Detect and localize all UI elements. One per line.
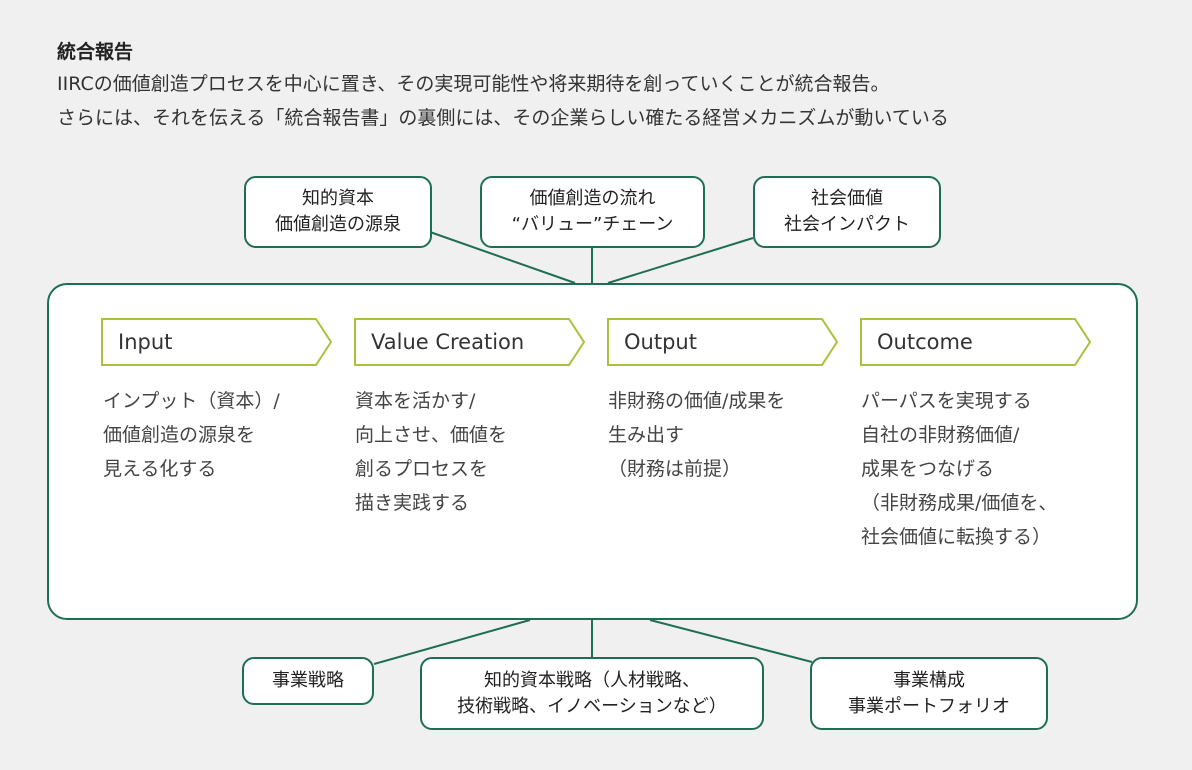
stage-output: Output — [607, 318, 839, 366]
top-box-line: “バリュー”チェーン — [511, 214, 674, 235]
stage-input-description: インプット（資本）/ 価値創造の源泉を 見える化する — [103, 384, 280, 486]
top-box-line: 社会価値 — [811, 188, 883, 209]
description-line: 向上させ、価値を — [355, 424, 508, 446]
top-box-line: 知的資本 — [302, 188, 374, 209]
top-box-line: 社会インパクト — [784, 214, 910, 235]
description-line: 成果をつなげる — [861, 458, 995, 480]
description-line: パーパスを実現する — [861, 390, 1032, 412]
page-title: 統合報告 — [57, 41, 134, 63]
description-line: 描き実践する — [355, 492, 470, 514]
stage-label: Value Creation — [371, 330, 525, 354]
top-box-line: 価値創造の流れ — [529, 188, 656, 209]
stage-value-creation: Value Creation — [354, 318, 586, 366]
intro-line-1: IIRCの価値創造プロセスを中心に置き、その実現可能性や将来期待を創っていくこと… — [57, 73, 890, 95]
bottom-box-business-strategy: 事業戦略 — [242, 657, 374, 705]
description-line: 見える化する — [103, 458, 217, 480]
description-line: 創るプロセスを — [355, 458, 489, 480]
stage-arrow-shape — [354, 318, 586, 366]
top-box-line: 価値創造の源泉 — [275, 214, 401, 235]
description-line: （財務は前提） — [608, 458, 742, 480]
top-box-social-value: 社会価値 社会インパクト — [753, 176, 941, 248]
stage-value-creation-description: 資本を活かす/ 向上させ、価値を 創るプロセスを 描き実践する — [355, 384, 507, 520]
bottom-box-line: 事業構成 — [893, 669, 965, 691]
description-line: 生み出す — [608, 424, 685, 446]
stage-label: Outcome — [877, 330, 973, 354]
stage-label: Input — [118, 330, 173, 354]
stage-arrow-shape — [101, 318, 333, 366]
description-line: 資本を活かす/ — [355, 390, 476, 412]
stage-outcome: Outcome — [860, 318, 1092, 366]
top-box-value-chain: 価値創造の流れ “バリュー”チェーン — [480, 176, 705, 248]
top-box-intellectual-capital: 知的資本 価値創造の源泉 — [244, 176, 432, 248]
stage-outcome-description: パーパスを実現する 自社の非財務価値/ 成果をつなげる （非財務成果/価値を、 … — [861, 384, 1057, 554]
stage-arrow-shape — [607, 318, 839, 366]
stage-input: Input — [101, 318, 333, 366]
stage-arrow-shape — [860, 318, 1092, 366]
description-line: 社会価値に転換する） — [861, 526, 1052, 548]
stage-output-description: 非財務の価値/成果を 生み出す （財務は前提） — [608, 384, 785, 486]
bottom-box-intellectual-capital-strategy: 知的資本戦略（人材戦略、 技術戦略、イノベーションなど） — [420, 657, 764, 730]
description-line: インプット（資本）/ — [103, 390, 280, 412]
intro-line-2: さらには、それを伝える「統合報告書」の裏側には、その企業らしい確たる経営メカニズ… — [57, 107, 949, 129]
bottom-box-line: 事業ポートフォリオ — [848, 695, 1010, 717]
bottom-box-business-portfolio: 事業構成 事業ポートフォリオ — [810, 657, 1048, 730]
bottom-box-line: 事業戦略 — [272, 670, 344, 691]
bottom-box-line: 技術戦略、イノベーションなど） — [457, 695, 727, 717]
description-line: 非財務の価値/成果を — [608, 390, 786, 412]
stage-label: Output — [624, 330, 697, 354]
description-line: （非財務成果/価値を、 — [861, 492, 1058, 514]
description-line: 価値創造の源泉を — [103, 424, 256, 446]
description-line: 自社の非財務価値/ — [861, 424, 1020, 446]
connector-bottom-right — [649, 619, 813, 663]
bottom-box-line: 知的資本戦略（人材戦略、 — [484, 669, 700, 691]
